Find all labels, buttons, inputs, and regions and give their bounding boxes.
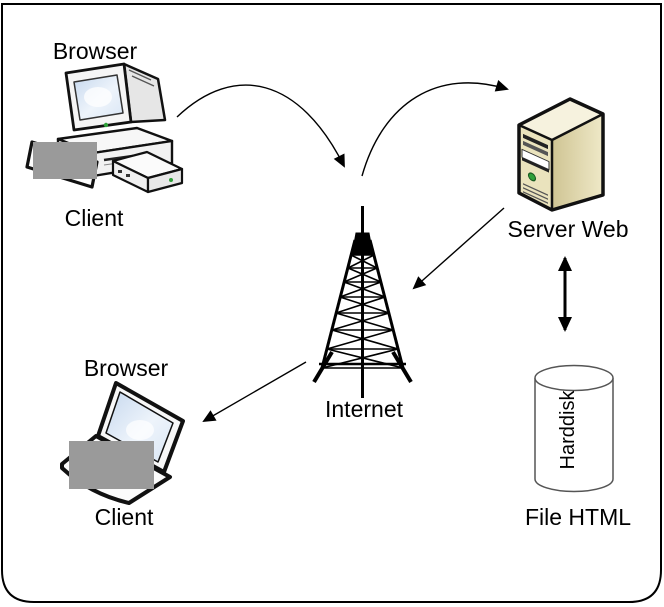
radio-tower-icon [312,206,413,398]
label-browser-top: Browser [53,38,138,64]
label-client-bottom: Client [95,504,154,530]
server-power-led [527,172,537,182]
server-front-panel [519,125,552,208]
label-client-top: Client [65,205,124,231]
arrow-server-web-to-internet [412,207,505,290]
desktop-peripheral [111,150,184,194]
arrow-internet-to-client-laptop [202,361,307,423]
frame-border [1,3,662,603]
label-file-html: File HTML [525,504,631,530]
label-harddisk: Harddisk [557,390,579,470]
arrow-client-desktop-to-internet [176,84,345,168]
label-browser-bottom: Browser [84,355,169,381]
harddisk-cylinder-icon [534,364,614,493]
desktop-power-led [103,122,109,128]
edges-layer [176,80,572,423]
gray-overlay-box [33,142,97,179]
arrow-internet-to-server-web [361,80,509,177]
label-internet: Internet [325,396,404,422]
server-icon [517,97,605,212]
label-server-web: Server Web [507,216,628,242]
laptop-icon [60,381,185,505]
desktop-computer-icon [25,62,184,194]
gray-overlay-box [69,441,154,489]
